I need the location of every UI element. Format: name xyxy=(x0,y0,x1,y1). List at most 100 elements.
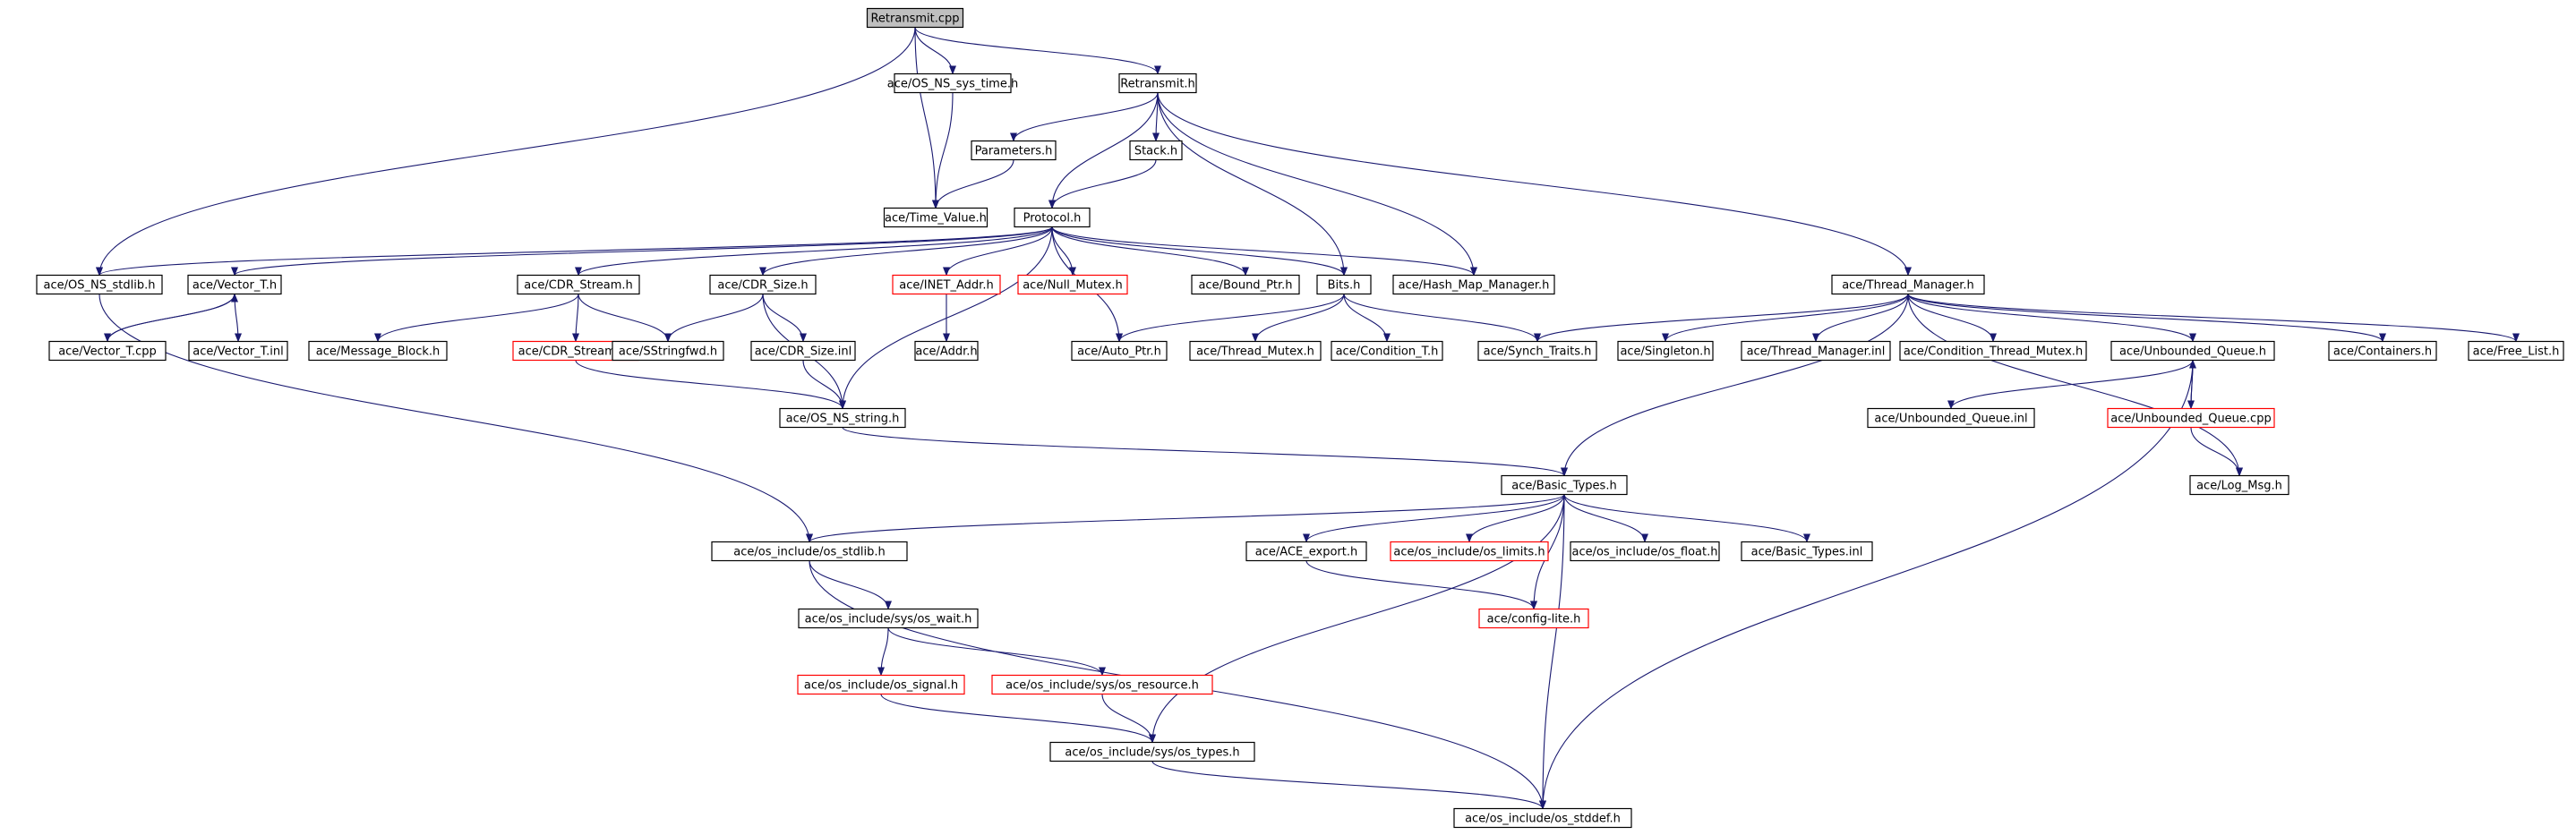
node-ace-os-ns-stdlib-h[interactable]: ace/OS_NS_stdlib.h xyxy=(36,274,163,295)
node-ace-synch-traits-h[interactable]: ace/Synch_Traits.h xyxy=(1477,340,1597,362)
node-label: ace/CDR_Stream.h xyxy=(524,279,633,293)
node-box xyxy=(894,72,1012,94)
node-ace-vector-t-inl[interactable]: ace/Vector_T.inl xyxy=(188,340,288,362)
node-ace-basic-types-inl[interactable]: ace/Basic_Types.inl xyxy=(1741,541,1873,562)
node-protocol-h[interactable]: Protocol.h xyxy=(1014,207,1091,228)
node-ace-vector-t-cpp[interactable]: ace/Vector_T.cpp xyxy=(48,340,167,362)
node-ace-basic-types-h[interactable]: ace/Basic_Types.h xyxy=(1501,474,1628,496)
node-label: ace/os_include/sys/os_wait.h xyxy=(805,613,972,626)
node-label: ace/Bound_Ptr.h xyxy=(1198,279,1292,293)
node-ace-cdr-stream-inl[interactable]: ace/CDR_Stream.inl xyxy=(512,340,639,362)
node-box xyxy=(1014,207,1091,228)
node-ace-os-include-sys-os-types-h[interactable]: ace/os_include/sys/os_types.h xyxy=(1049,741,1255,763)
node-ace-cdr-size-h[interactable]: ace/CDR_Size.h xyxy=(709,274,817,295)
node-ace-os-include-os-float-h[interactable]: ace/os_include/os_float.h xyxy=(1570,541,1720,562)
edge-retransmit-h-to-thread-manager xyxy=(1157,92,1912,277)
edge-retransmit-cpp-to-os-ns-stdlib xyxy=(96,27,916,277)
edge-bits-to-thread-mutex xyxy=(1252,294,1345,343)
node-box xyxy=(1478,608,1589,629)
node-ace-condition-t-h[interactable]: ace/Condition_T.h xyxy=(1331,340,1443,362)
node-label: ace/OS_NS_string.h xyxy=(786,413,900,426)
node-ace-os-include-os-stddef-h[interactable]: ace/os_include/os_stddef.h xyxy=(1453,807,1632,829)
node-ace-thread-mutex-h[interactable]: ace/Thread_Mutex.h xyxy=(1189,340,1322,362)
node-parameters-h[interactable]: Parameters.h xyxy=(971,140,1057,161)
edge-thread-manager-to-containers xyxy=(1907,294,2386,343)
edge-thread-manager-to-condition-thread-mutex xyxy=(1907,294,1997,343)
node-ace-os-include-os-stdlib-h[interactable]: ace/os_include/os_stdlib.h xyxy=(711,541,908,562)
node-ace-thread-manager-h[interactable]: ace/Thread_Manager.h xyxy=(1831,274,1985,295)
node-label: ace/INET_Addr.h xyxy=(899,279,993,293)
node-label: ace/Addr.h xyxy=(915,345,977,359)
edge-basic-types-h-to-os-stddef xyxy=(1539,494,1565,810)
edge-protocol-to-cdr-size-h xyxy=(759,226,1053,277)
node-ace-os-ns-string-h[interactable]: ace/OS_NS_string.h xyxy=(779,407,906,429)
edge-unbounded-queue-h-to-unbounded-queue-inl xyxy=(1947,360,2194,410)
node-box xyxy=(798,608,979,629)
node-ace-unbounded-queue-inl[interactable]: ace/Unbounded_Queue.inl xyxy=(1867,407,2035,429)
edge-basic-types-h-to-os-types xyxy=(1149,494,1565,744)
node-ace-addr-h[interactable]: ace/Addr.h xyxy=(914,340,979,362)
node-ace-vector-t-h[interactable]: ace/Vector_T.h xyxy=(187,274,282,295)
node-label: ace/OS_NS_stdlib.h xyxy=(44,279,156,293)
node-stack-h[interactable]: Stack.h xyxy=(1129,140,1183,161)
node-ace-cdr-size-inl[interactable]: ace/CDR_Size.inl xyxy=(750,340,856,362)
node-ace-os-include-os-signal-h[interactable]: ace/os_include/os_signal.h xyxy=(797,674,965,695)
node-ace-auto-ptr-h[interactable]: ace/Auto_Ptr.h xyxy=(1071,340,1168,362)
node-ace-bound-ptr-h[interactable]: ace/Bound_Ptr.h xyxy=(1191,274,1300,295)
node-box xyxy=(1741,340,1891,362)
node-ace-hash-map-manager-h[interactable]: ace/Hash_Map_Manager.h xyxy=(1392,274,1555,295)
node-retransmit-h[interactable]: Retransmit.h xyxy=(1118,72,1197,94)
node-ace-unbounded-queue-cpp[interactable]: ace/Unbounded_Queue.cpp xyxy=(2107,407,2275,429)
node-box xyxy=(1477,340,1597,362)
node-ace-os-ns-sys-time-h[interactable]: ace/OS_NS_sys_time.h xyxy=(887,72,1018,94)
node-ace-free-list-h[interactable]: ace/Free_List.h xyxy=(2468,340,2564,362)
node-ace-os-include-sys-os-wait-h[interactable]: ace/os_include/sys/os_wait.h xyxy=(798,608,979,629)
node-box xyxy=(711,541,908,562)
edge-protocol-to-cdr-stream-h xyxy=(575,226,1053,277)
node-label: ace/Null_Mutex.h xyxy=(1023,279,1123,293)
node-ace-message-block-h[interactable]: ace/Message_Block.h xyxy=(308,340,448,362)
edge-retransmit-cpp-to-os-ns-sys-time xyxy=(914,27,956,75)
node-ace-time-value-h[interactable]: ace/Time_Value.h xyxy=(883,207,988,228)
node-ace-null-mutex-h[interactable]: ace/Null_Mutex.h xyxy=(1017,274,1128,295)
node-box xyxy=(2107,407,2275,429)
node-ace-condition-thread-mutex-h[interactable]: ace/Condition_Thread_Mutex.h xyxy=(1899,340,2087,362)
node-box xyxy=(48,340,167,362)
node-box xyxy=(2110,340,2275,362)
edge-retransmit-cpp-to-time-value xyxy=(914,27,939,209)
node-box xyxy=(187,274,282,295)
edge-os-wait-to-os-signal xyxy=(877,627,889,677)
node-box xyxy=(188,340,288,362)
node-box xyxy=(308,340,448,362)
edge-protocol-to-os-ns-string xyxy=(839,226,1053,410)
node-ace-config-lite-h[interactable]: ace/config-lite.h xyxy=(1478,608,1589,629)
node-bits-h[interactable]: Bits.h xyxy=(1316,274,1372,295)
node-label: ace/Auto_Ptr.h xyxy=(1077,345,1161,359)
node-label: ace/Thread_Manager.h xyxy=(1842,279,1974,293)
node-ace-log-msg-h[interactable]: ace/Log_Msg.h xyxy=(2189,474,2289,496)
node-box xyxy=(1570,541,1720,562)
node-ace-thread-manager-inl[interactable]: ace/Thread_Manager.inl xyxy=(1741,340,1891,362)
node-label: Parameters.h xyxy=(975,145,1053,158)
node-ace-unbounded-queue-h[interactable]: ace/Unbounded_Queue.h xyxy=(2110,340,2275,362)
node-ace-ace-export-h[interactable]: ace/ACE_export.h xyxy=(1245,541,1367,562)
node-box xyxy=(797,674,965,695)
node-ace-cdr-stream-h[interactable]: ace/CDR_Stream.h xyxy=(517,274,640,295)
node-ace-sstringfwd-h[interactable]: ace/SStringfwd.h xyxy=(612,340,724,362)
node-label: ace/Unbounded_Queue.h xyxy=(2119,345,2266,359)
node-ace-os-include-sys-os-resource-h[interactable]: ace/os_include/sys/os_resource.h xyxy=(991,674,1213,695)
node-ace-os-include-os-limits-h[interactable]: ace/os_include/os_limits.h xyxy=(1390,541,1549,562)
node-label: ace/Synch_Traits.h xyxy=(1484,345,1592,359)
node-ace-singleton-h[interactable]: ace/Singleton.h xyxy=(1617,340,1714,362)
edge-basic-types-h-to-config-lite xyxy=(1530,494,1565,610)
node-box xyxy=(1049,741,1255,763)
node-label: ace/os_include/os_limits.h xyxy=(1393,546,1545,559)
node-box xyxy=(1191,274,1300,295)
node-ace-inet-addr-h[interactable]: ace/INET_Addr.h xyxy=(892,274,1001,295)
node-box xyxy=(2328,340,2437,362)
node-label: Protocol.h xyxy=(1023,212,1082,226)
node-label: ace/Unbounded_Queue.cpp xyxy=(2110,413,2271,426)
edge-ace-export-to-config-lite xyxy=(1305,560,1537,610)
node-ace-containers-h[interactable]: ace/Containers.h xyxy=(2328,340,2437,362)
node-label: ace/Condition_Thread_Mutex.h xyxy=(1904,345,2083,359)
